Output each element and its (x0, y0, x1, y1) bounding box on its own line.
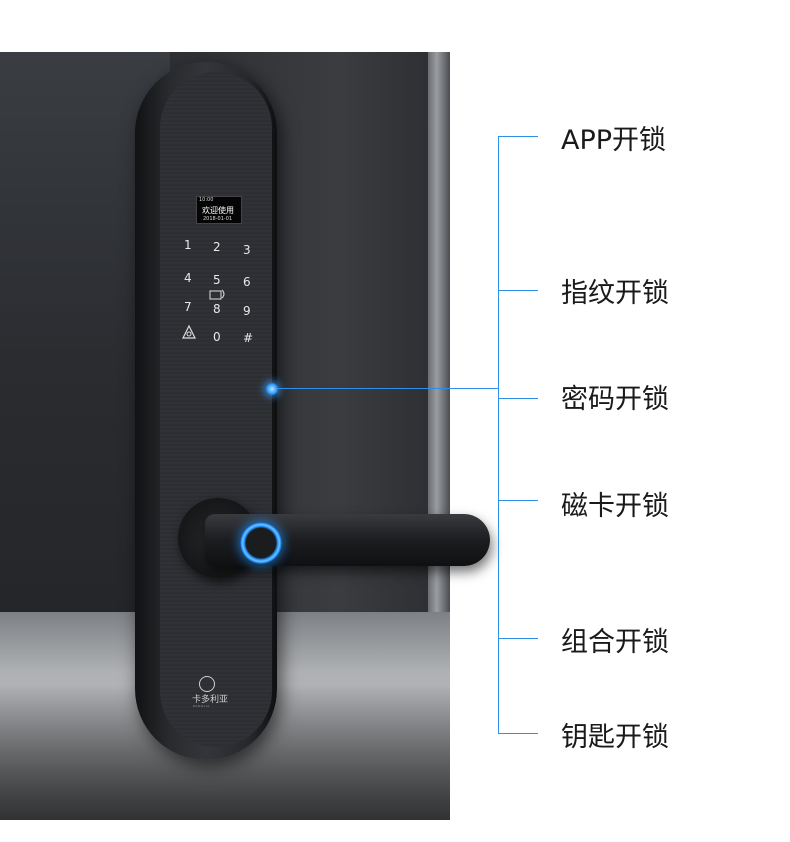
lock-display: 10:00 欢迎使用 2018-01-01 (196, 196, 242, 224)
brand-name: 卡多利亚 (192, 695, 229, 705)
display-message: 欢迎使用 (202, 206, 234, 215)
keypad-key-5[interactable]: 5 (213, 273, 221, 287)
brand-subtitle: KADOLIA (193, 704, 210, 708)
label-key-unlock: 钥匙开锁 (561, 722, 669, 753)
card-reader-icon (209, 289, 225, 300)
smart-lock-faceplate (160, 72, 272, 747)
label-app-unlock: APP开锁 (561, 125, 667, 156)
callout-bracket (498, 136, 499, 733)
callout-leader-line (278, 388, 498, 389)
brand-logo-icon (199, 676, 215, 692)
label-password-unlock: 密码开锁 (561, 384, 669, 415)
keypad-key-9[interactable]: 9 (243, 304, 251, 318)
indicator-led (266, 383, 278, 395)
keypad-key-2[interactable]: 2 (213, 240, 221, 254)
label-card-unlock: 磁卡开锁 (561, 491, 669, 522)
keypad-key-8[interactable]: 8 (213, 302, 221, 316)
fingerprint-sensor-icon (240, 522, 282, 564)
callout-tick (498, 136, 538, 137)
keypad-key-7[interactable]: 7 (184, 300, 192, 314)
keypad-key-4[interactable]: 4 (184, 271, 192, 285)
callout-tick (498, 290, 538, 291)
callout-tick (498, 500, 538, 501)
display-date: 2018-01-01 (203, 216, 233, 222)
bell-icon[interactable] (180, 324, 198, 342)
keypad-key-1[interactable]: 1 (184, 238, 192, 252)
keypad-key-hash[interactable]: # (243, 331, 254, 345)
label-fingerprint-unlock: 指纹开锁 (561, 278, 669, 309)
callout-tick (498, 638, 538, 639)
keypad-key-0[interactable]: 0 (213, 330, 221, 344)
keypad-key-3[interactable]: 3 (243, 243, 251, 257)
display-time: 10:00 (199, 197, 214, 203)
keypad-key-6[interactable]: 6 (243, 275, 251, 289)
door-edge (428, 52, 450, 752)
callout-tick (498, 398, 538, 399)
label-combination-unlock: 组合开锁 (561, 627, 669, 658)
callout-tick (498, 733, 538, 734)
